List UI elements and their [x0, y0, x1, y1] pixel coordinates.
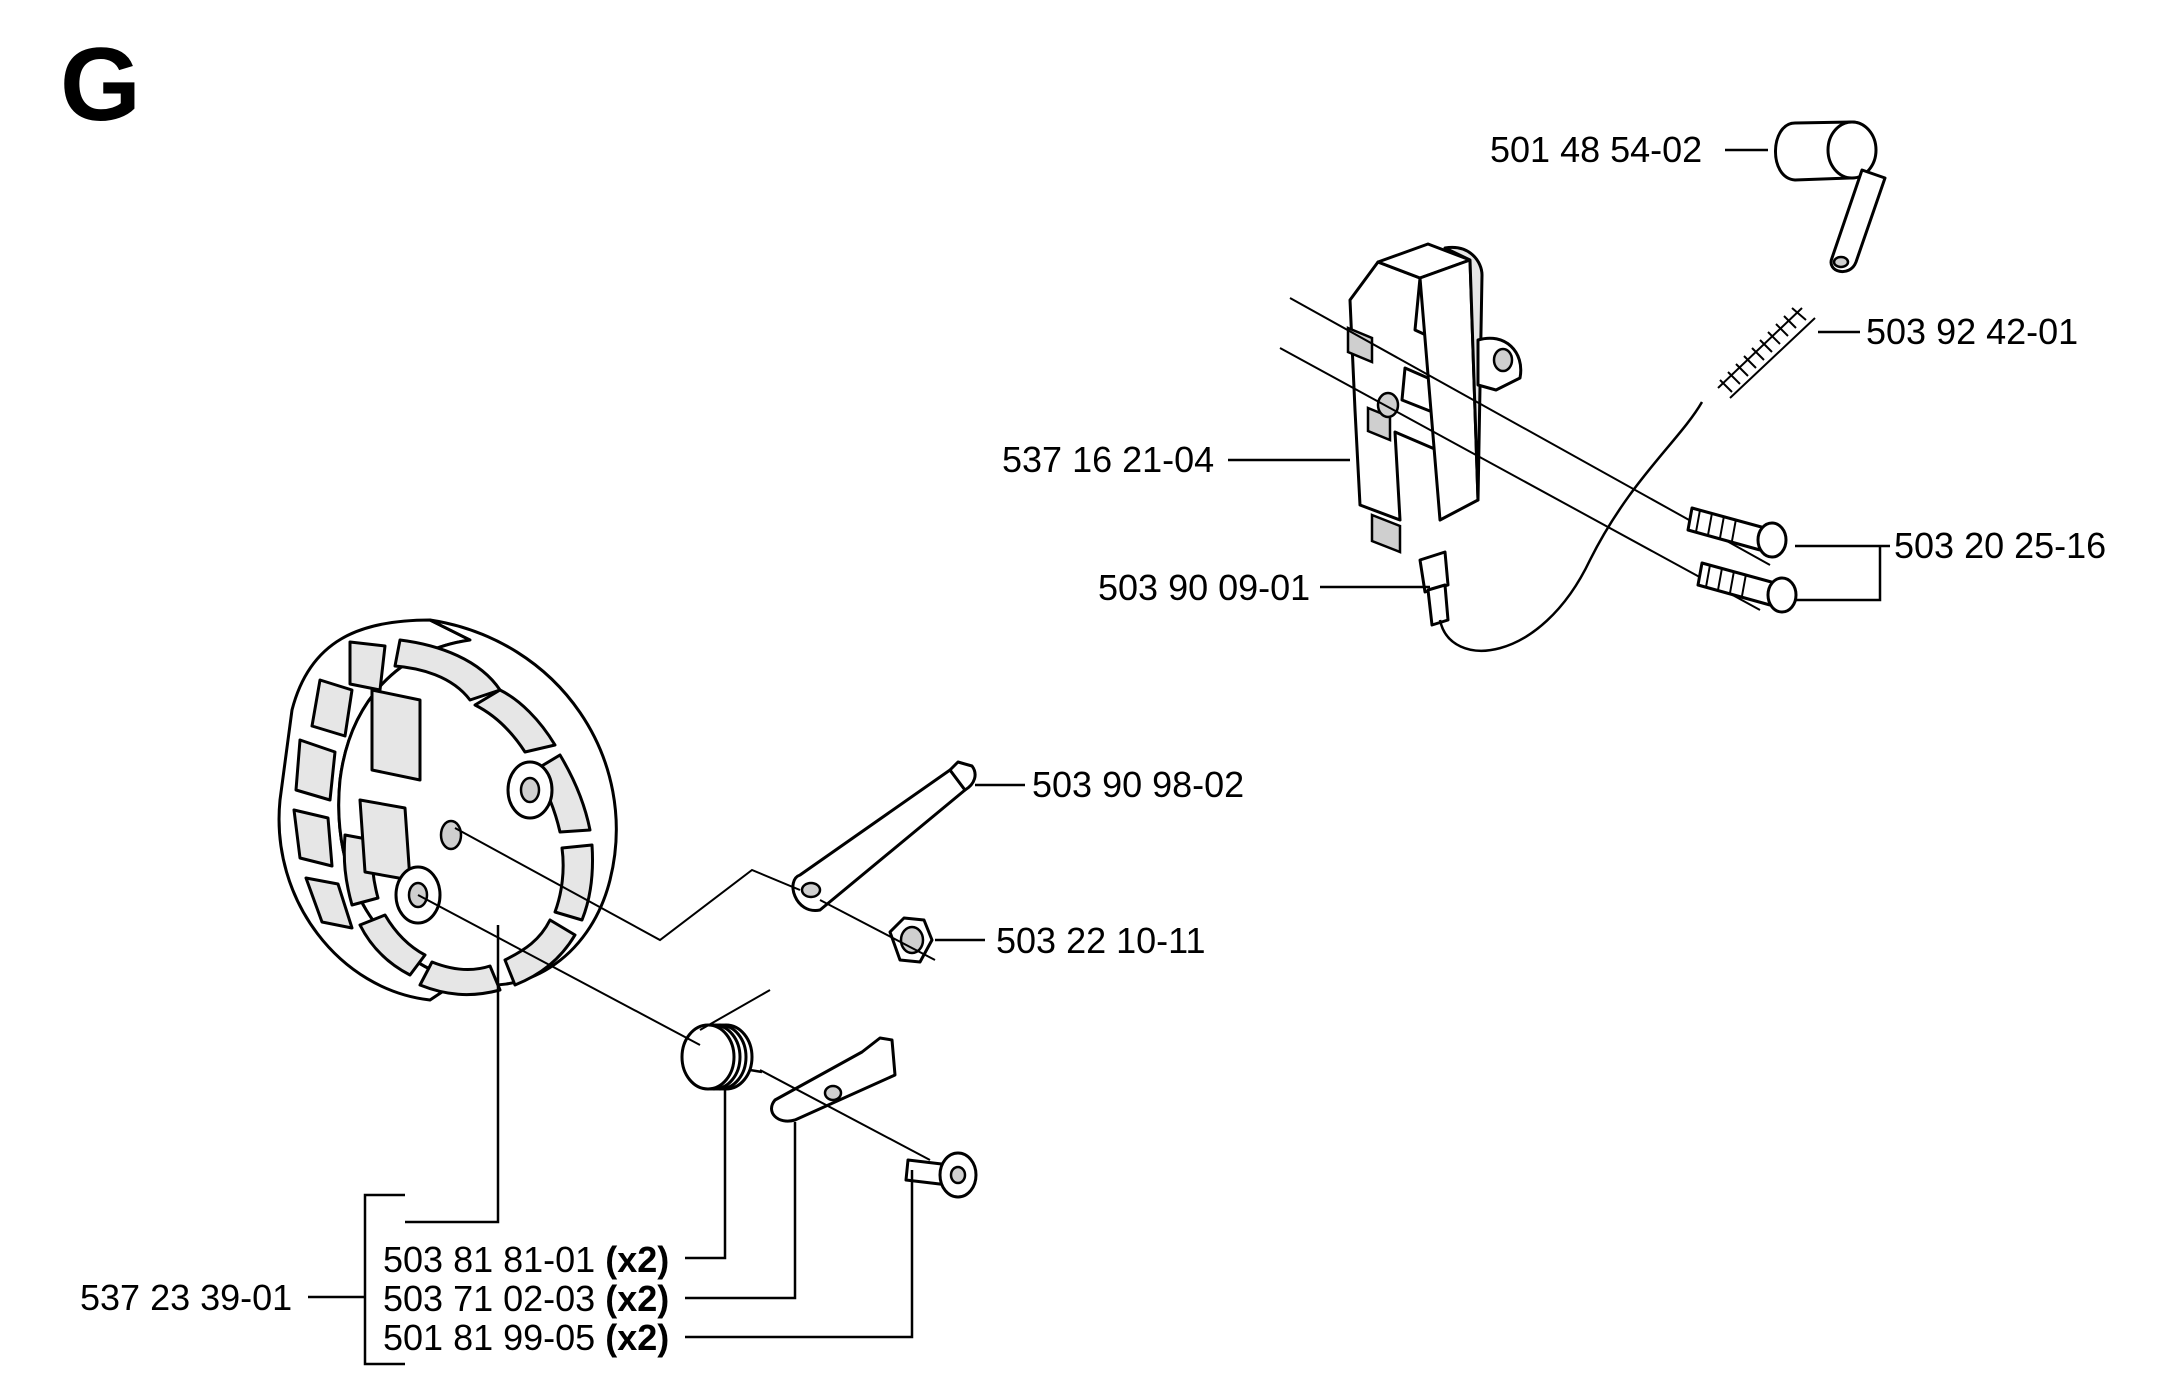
- part-number: 503 71 02-03: [383, 1278, 596, 1319]
- part-label-spark-spring: 503 92 42-01: [1866, 311, 2079, 352]
- part-label-ignition-cap: 501 48 54-02: [1490, 129, 1703, 170]
- flywheel-key-part: [791, 760, 977, 912]
- pawl-spring-part: [680, 1023, 763, 1091]
- quantity: (x2): [605, 1317, 670, 1358]
- module-screws-part: [1686, 506, 1798, 614]
- ignition-module-part: [1346, 242, 1523, 627]
- flywheel-nut-part: [888, 916, 934, 964]
- pawl-part: [770, 1036, 897, 1123]
- pawl-screw-part: [904, 1151, 978, 1199]
- part-label-module-screws: 503 20 25-16: [1894, 525, 2107, 566]
- part-label-pawl: 503 71 02-03 (x2): [383, 1279, 669, 1319]
- part-label-pawl-spring: 503 81 81-01 (x2): [383, 1240, 669, 1280]
- quantity: (x2): [605, 1278, 670, 1319]
- part-label-cable: 503 90 09-01: [1098, 567, 1311, 608]
- part-label-flywheel-key: 503 90 98-02: [1032, 764, 1245, 805]
- section-letter: G: [60, 27, 141, 143]
- flywheel-part: [277, 618, 618, 1002]
- ignition-cap-part: [1774, 120, 1887, 273]
- part-label-flywheel-kit: 537 23 39-01: [80, 1277, 293, 1318]
- part-label-pawl-screw: 501 81 99-05 (x2): [383, 1318, 669, 1358]
- part-number: 503 81 81-01: [383, 1239, 596, 1280]
- spark-plug-spring-part: [1717, 307, 1816, 399]
- part-label-ignition-module: 537 16 21-04: [1002, 439, 1215, 480]
- ignition-cable-part: [1438, 401, 1704, 652]
- quantity: (x2): [605, 1239, 670, 1280]
- part-number: 501 81 99-05: [383, 1317, 596, 1358]
- part-label-flywheel-nut: 503 22 10-11: [996, 920, 1206, 961]
